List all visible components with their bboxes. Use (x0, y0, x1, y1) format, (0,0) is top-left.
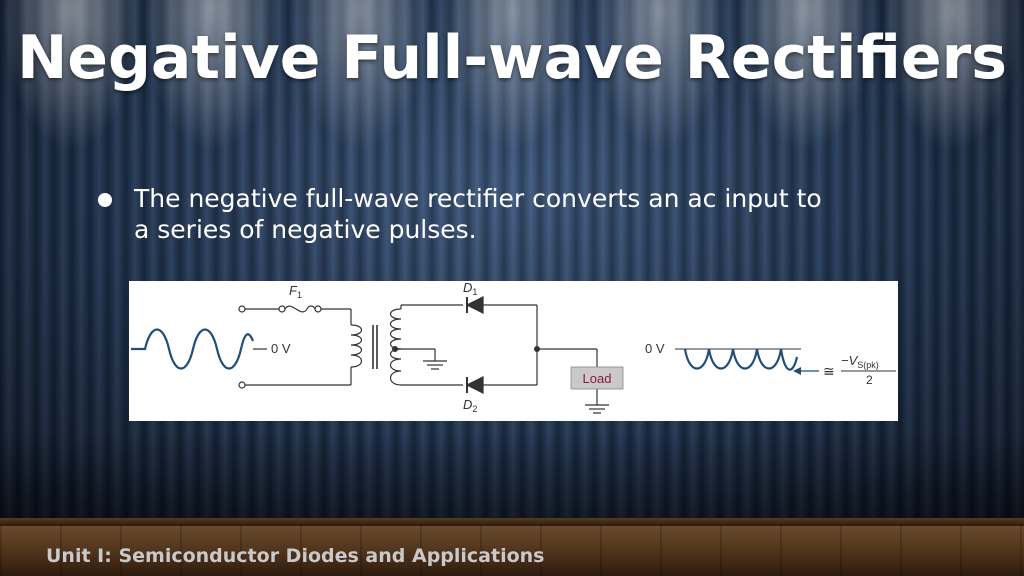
fuse-label: F1 (289, 283, 302, 300)
center-tap-node (392, 346, 398, 352)
stage-floor (0, 526, 1024, 576)
input-waveform (131, 328, 255, 370)
fuse-element (284, 305, 316, 313)
bullet-dot-icon (98, 193, 112, 207)
approx-symbol: ≅ (823, 364, 835, 380)
slide-title: Negative Full-wave Rectifiers (17, 23, 1007, 93)
bullet-text: The negative full-wave rectifier convert… (134, 184, 822, 244)
output-zero-label: 0 V (645, 341, 665, 356)
d1-label: D1 (463, 281, 477, 297)
secondary-coil (389, 308, 402, 386)
stage-background (0, 0, 1024, 522)
primary-coil (350, 324, 363, 368)
load-box (570, 366, 624, 390)
peak-denominator: 2 (866, 373, 873, 387)
output-waveform (683, 348, 799, 371)
peak-numerator: −VS(pk) (841, 353, 879, 370)
load-label: Load (583, 371, 612, 386)
slide-footer: Unit I: Semiconductor Diodes and Applica… (46, 545, 545, 567)
diode-d1 (465, 296, 484, 314)
input-terminal-bottom (238, 381, 246, 389)
fuse-terminal-left (278, 305, 286, 313)
peak-arrow-head (793, 367, 801, 375)
diode-d2 (465, 376, 484, 394)
circuit-svg: Load F1 D1 D2 0 V 0 V ≅ −VS(pk) 2 (131, 280, 896, 414)
stage-floor-edge (0, 518, 1024, 526)
fuse-terminal-right (314, 305, 322, 313)
input-zero-label: 0 V (271, 341, 291, 356)
rectifier-diagram: Load F1 D1 D2 0 V 0 V ≅ −VS(pk) 2 (129, 280, 898, 421)
output-node (534, 346, 540, 352)
input-terminal-top (238, 305, 246, 313)
d2-label: D2 (463, 397, 477, 414)
